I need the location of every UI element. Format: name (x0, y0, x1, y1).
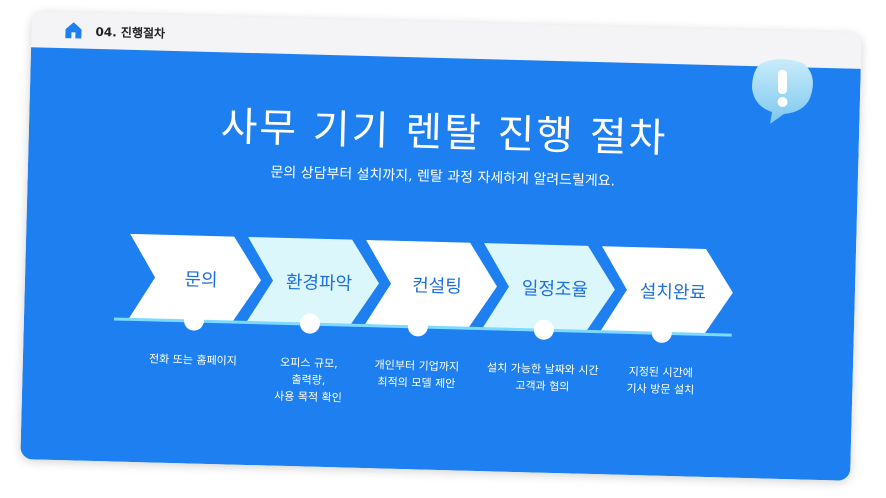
step-label: 일정조율 (522, 278, 589, 301)
content-card: 04. 진행절차 사무 기기 렌탈 진행 절차 문의 상담부터 설치까지, 렌탈… (20, 11, 862, 481)
home-icon[interactable] (63, 21, 83, 40)
process-panel: 사무 기기 렌탈 진행 절차 문의 상담부터 설치까지, 렌탈 과정 자세하게 … (20, 47, 861, 481)
process-steps: 문의 환경파악 컨설팅 일정조율 설치완료 (127, 233, 733, 335)
breadcrumb: 04. 진행절차 (95, 24, 166, 41)
step-chevron-5: 설치완료 (599, 246, 733, 335)
step-shape (599, 246, 733, 335)
top-bar: 04. 진행절차 (31, 11, 862, 69)
step-label: 문의 (184, 269, 218, 291)
exclamation-bubble-icon (752, 59, 813, 124)
step-shape (127, 233, 262, 323)
step-label: 환경파악 (286, 272, 353, 295)
step-chevron-1: 문의 (127, 233, 262, 323)
step-shape (481, 243, 615, 332)
step-shape (245, 236, 380, 326)
step-chevron-2: 환경파악 (245, 236, 380, 326)
step-shape (363, 240, 497, 329)
step-label: 컨설팅 (412, 275, 462, 297)
step-chevron-4: 일정조율 (481, 243, 615, 332)
step-chevron-3: 컨설팅 (363, 240, 497, 329)
step-label: 설치완료 (639, 281, 706, 304)
